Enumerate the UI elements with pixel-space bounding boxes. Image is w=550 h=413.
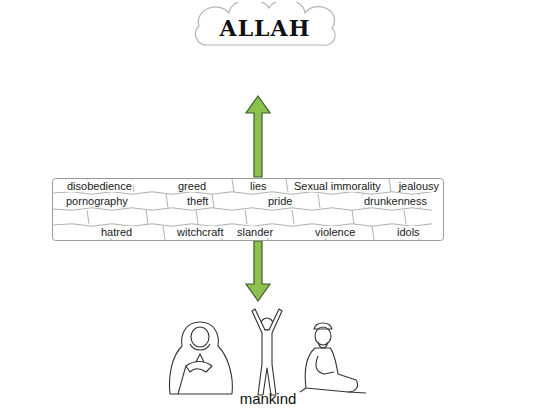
group-label: mankind bbox=[240, 390, 297, 407]
sin-word: Sexual immorality bbox=[293, 180, 382, 192]
sin-word: slander bbox=[236, 226, 274, 238]
sin-word: pornography bbox=[65, 195, 129, 207]
sin-word: theft bbox=[186, 195, 209, 207]
sin-word: pride bbox=[267, 195, 293, 207]
sin-word: drunkenness bbox=[363, 195, 428, 207]
raised-arms-figure bbox=[252, 309, 282, 395]
sin-word: disobedience bbox=[66, 180, 133, 192]
sin-word: jealousy bbox=[398, 180, 440, 192]
arrow-down bbox=[246, 241, 270, 301]
deity-name: ALLAH bbox=[220, 15, 311, 41]
cloud-shape bbox=[196, 2, 336, 45]
arrow-up bbox=[246, 96, 270, 177]
sin-word: witchcraft bbox=[176, 226, 224, 238]
sin-word: hatred bbox=[100, 226, 133, 238]
sin-word: lies bbox=[249, 180, 268, 192]
sin-word: idols bbox=[396, 226, 421, 238]
stone-lines bbox=[52, 179, 432, 240]
kneeling-man bbox=[300, 323, 366, 393]
praying-woman bbox=[170, 322, 233, 394]
sin-word: violence bbox=[314, 226, 356, 238]
wall-border bbox=[53, 179, 444, 241]
cloud-box: ALLAH bbox=[185, 2, 345, 48]
wall-band: disobedience greed lies Sexual immorality je… bbox=[52, 178, 444, 241]
sin-word: greed bbox=[177, 180, 207, 192]
